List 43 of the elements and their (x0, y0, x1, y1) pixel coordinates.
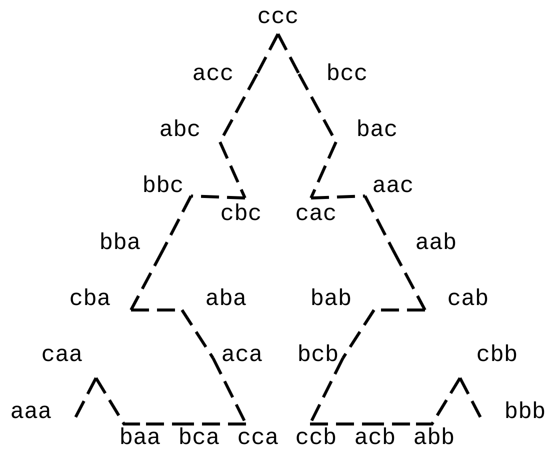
vertex-label: acc (191, 62, 257, 86)
connector-line (310, 422, 366, 426)
vertex-label: bac (336, 118, 399, 142)
vertex-label: bcc (299, 62, 369, 86)
connector-line (256, 33, 280, 75)
vertex-label: abb (412, 424, 456, 450)
vertex-label: cca (236, 424, 280, 450)
vertex-label: acb (353, 424, 397, 450)
connector-line (342, 309, 376, 359)
vertex-label: cba (68, 287, 131, 311)
connector-line (162, 195, 192, 251)
vertex-label: aba (182, 287, 248, 311)
vertex-label: aac (365, 174, 415, 198)
connector-line (190, 422, 246, 426)
vertex-label: ccc (256, 5, 300, 34)
vertex-label: aab (393, 231, 458, 255)
vertex-label: baa (118, 424, 162, 450)
connector-line (94, 377, 140, 426)
vertex-label: cbc (219, 198, 263, 226)
connector-line (364, 195, 394, 251)
vertex-label: aca (213, 343, 264, 367)
connector-line (310, 194, 366, 200)
vertex-label: aaa (9, 400, 72, 424)
vertex-label: ccb (294, 424, 338, 450)
vertex-label: bab (309, 287, 374, 311)
connector-line (276, 33, 300, 75)
connector-line (130, 249, 164, 311)
vertex-label: bcb (296, 343, 343, 367)
vertex-label: bbb (484, 400, 547, 424)
connector-line (180, 309, 214, 359)
connector-line (218, 141, 246, 199)
vertex-label: cbb (460, 343, 519, 378)
connector-line (190, 194, 246, 200)
connector-line (392, 249, 426, 311)
vertex-label: bba (98, 231, 163, 255)
vertex-label: cab (425, 287, 490, 311)
vertex-label: bbc (141, 174, 191, 198)
connector-line (416, 377, 462, 426)
vertex-label: abc (158, 118, 220, 142)
vertex-label: bca (177, 424, 221, 450)
vertex-label: cac (294, 198, 338, 226)
connector-line (310, 141, 338, 199)
vertex-label: caa (40, 343, 96, 378)
